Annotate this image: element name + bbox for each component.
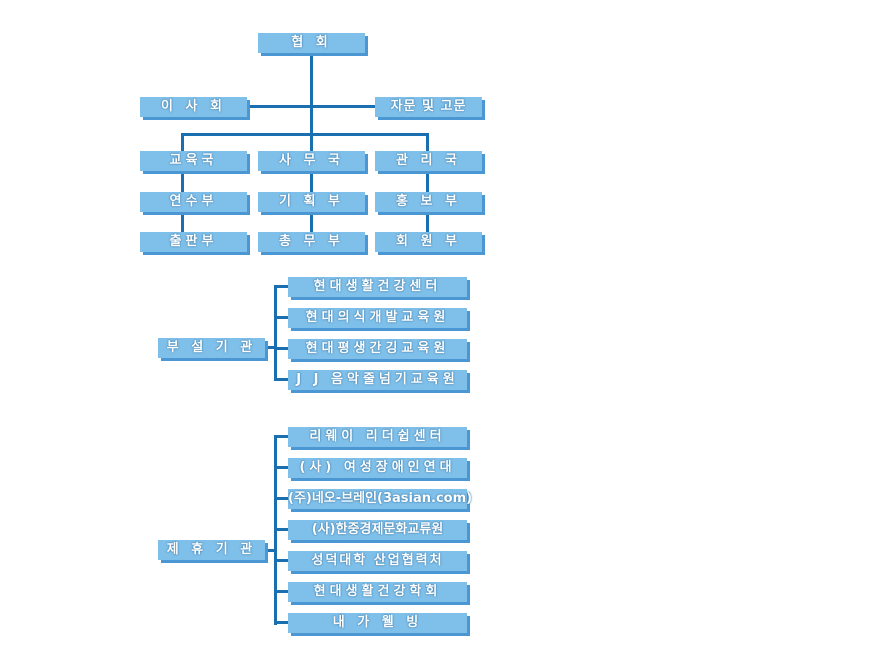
affiliated-item: 현대평생간깅교육원 — [288, 339, 467, 359]
bureau-education: 교육국 — [140, 151, 247, 171]
advisory-box: 자문 및 고문 — [375, 97, 482, 117]
connector-line — [274, 285, 288, 288]
bureau-secretariat: 사 무 국 — [258, 151, 365, 171]
partner-item: 성덕대학 산업협력처 — [288, 551, 467, 571]
connector-line — [274, 466, 288, 469]
connector-line — [274, 528, 288, 531]
connector-line — [274, 590, 288, 593]
connector-line — [274, 285, 277, 381]
connector-line — [426, 133, 429, 243]
partner-item: 리웨이 리더쉽센터 — [288, 427, 467, 447]
affiliated-label: 부 설 기 관 — [158, 338, 265, 358]
affiliated-item: 현대생활건강센터 — [288, 277, 467, 297]
dept-publishing: 출판부 — [140, 232, 247, 252]
connector-line — [274, 378, 288, 381]
connector-line — [310, 53, 313, 151]
dept-planning: 기 획 부 — [258, 192, 365, 212]
connector-line — [274, 347, 288, 350]
dept-pr: 홍 보 부 — [375, 192, 482, 212]
dept-general-affairs: 총 무 부 — [258, 232, 365, 252]
connector-line — [274, 559, 288, 562]
dept-membership: 회 원 부 — [375, 232, 482, 252]
affiliated-item: J J 음악줄넘기교육원 — [288, 370, 467, 390]
partners-label: 제 휴 기 관 — [158, 540, 265, 560]
affiliated-item: 현대의식개발교육원 — [288, 308, 467, 328]
partner-item: (주)네오-브레인(3asian.com) — [288, 489, 472, 509]
connector-line — [274, 497, 288, 500]
association-box: 협 회 — [258, 33, 365, 53]
board-box: 이 사 회 — [140, 97, 247, 117]
connector-line — [274, 435, 288, 438]
connector-line — [265, 346, 277, 349]
connector-line — [181, 133, 184, 243]
connector-line — [247, 105, 375, 108]
partner-item: 현대생활건강학회 — [288, 582, 467, 602]
dept-training: 연수부 — [140, 192, 247, 212]
partner-item: (사) 여성장애인연대 — [288, 458, 467, 478]
connector-line — [274, 621, 288, 624]
connector-line — [265, 549, 277, 552]
connector-line — [274, 316, 288, 319]
partner-item: (사)한중경제문화교류원 — [288, 520, 467, 540]
partner-item: 내 가 웰 빙 — [288, 613, 467, 633]
bureau-management: 관 리 국 — [375, 151, 482, 171]
connector-line — [181, 133, 429, 136]
